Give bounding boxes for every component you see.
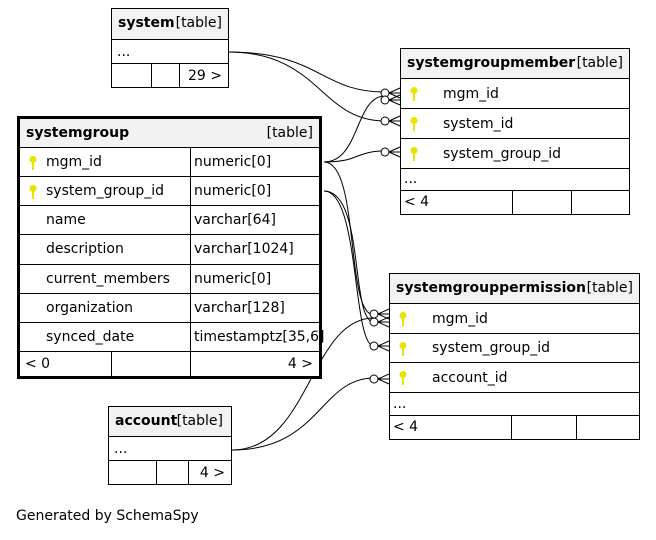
table-systemgroup[interactable]: systemgroup [table] mgm_id numeric[0] sy… [17, 116, 324, 379]
primary-key-icon [29, 185, 37, 199]
column-row[interactable]: system_group_id numeric[0] [20, 177, 319, 206]
parents-count[interactable]: < 4 [393, 419, 419, 435]
foreign-key-icon [399, 312, 407, 326]
table-name: account [115, 413, 178, 429]
table-kind: [table] [175, 15, 222, 31]
column-row[interactable]: current_members numeric[0] [20, 265, 319, 294]
foreign-key-icon [410, 117, 418, 131]
table-footer: < 0 4 > [20, 352, 319, 376]
column-row[interactable]: account_id [390, 363, 639, 393]
rel-system-systemgroupmember-a [227, 51, 386, 93]
children-count[interactable]: 4 > [287, 356, 313, 372]
rel-systemgroup-permission-sgid [323, 190, 375, 323]
table-name: systemgroup [26, 125, 130, 141]
table-header: system [table] [112, 9, 228, 40]
rel-system-systemgroupmember-b [227, 51, 386, 122]
table-header: account [table] [109, 407, 231, 437]
table-footer: 4 > [109, 461, 231, 485]
parents-count[interactable]: < 0 [25, 356, 51, 372]
table-systemgroupmember[interactable]: systemgroupmember [table] mgm_id system_… [400, 48, 630, 215]
table-footer: < 4 [401, 191, 629, 215]
column-row[interactable]: mgm_id [401, 79, 629, 109]
column-row[interactable]: mgm_id [390, 304, 639, 334]
table-header: systemgroupmember [table] [401, 49, 629, 79]
column-row[interactable]: system_id [401, 109, 629, 139]
foreign-key-icon [410, 147, 418, 161]
foreign-key-icon [399, 371, 407, 385]
table-name: system [118, 15, 175, 31]
table-footer: < 4 [390, 416, 639, 440]
table-ellipsis-row: ... [112, 40, 228, 64]
foreign-key-icon [399, 342, 407, 356]
foreign-key-icon [410, 87, 418, 101]
children-count[interactable]: 4 > [199, 465, 225, 481]
table-ellipsis-row: ... [401, 169, 629, 191]
table-system[interactable]: system [table] ... 29 > [111, 8, 229, 88]
table-kind: [table] [576, 55, 623, 71]
rel-systemgroup-member-sgid [323, 150, 386, 163]
rel-systemgroup-permission-sgid2 [323, 190, 375, 347]
table-account[interactable]: account [table] ... 4 > [108, 406, 232, 485]
table-ellipsis-row: ... [109, 437, 231, 461]
column-row[interactable]: synced_date timestamptz[35,6] [20, 323, 324, 352]
rel-systemgroup-permission-mgm [323, 161, 375, 316]
rel-account-permission-a [231, 317, 375, 451]
table-kind: [table] [176, 413, 223, 429]
column-row[interactable]: mgm_id numeric[0] [20, 148, 319, 177]
table-header: systemgrouppermission [table] [390, 274, 639, 304]
table-header: systemgroup [table] [20, 119, 319, 148]
rel-account-permission-b [231, 377, 375, 451]
column-row[interactable]: system_group_id [390, 334, 639, 363]
parents-count[interactable]: < 4 [404, 194, 430, 210]
table-systemgrouppermission[interactable]: systemgrouppermission [table] mgm_id sys… [389, 273, 640, 440]
table-name: systemgroupmember [407, 55, 576, 71]
table-kind: [table] [586, 280, 633, 296]
children-count[interactable]: 29 > [188, 68, 222, 84]
column-row[interactable]: description varchar[1024] [20, 235, 319, 265]
table-kind: [table] [266, 125, 313, 141]
primary-key-icon [29, 156, 37, 170]
table-footer: 29 > [112, 64, 228, 88]
generator-credit: Generated by SchemaSpy [16, 508, 199, 524]
column-row[interactable]: organization varchar[128] [20, 294, 319, 323]
column-row[interactable]: system_group_id [401, 139, 629, 169]
table-name: systemgrouppermission [396, 280, 586, 296]
column-row[interactable]: name varchar[64] [20, 206, 319, 235]
table-ellipsis-row: ... [390, 393, 639, 416]
rel-systemgroup-member-mgm [323, 95, 386, 163]
